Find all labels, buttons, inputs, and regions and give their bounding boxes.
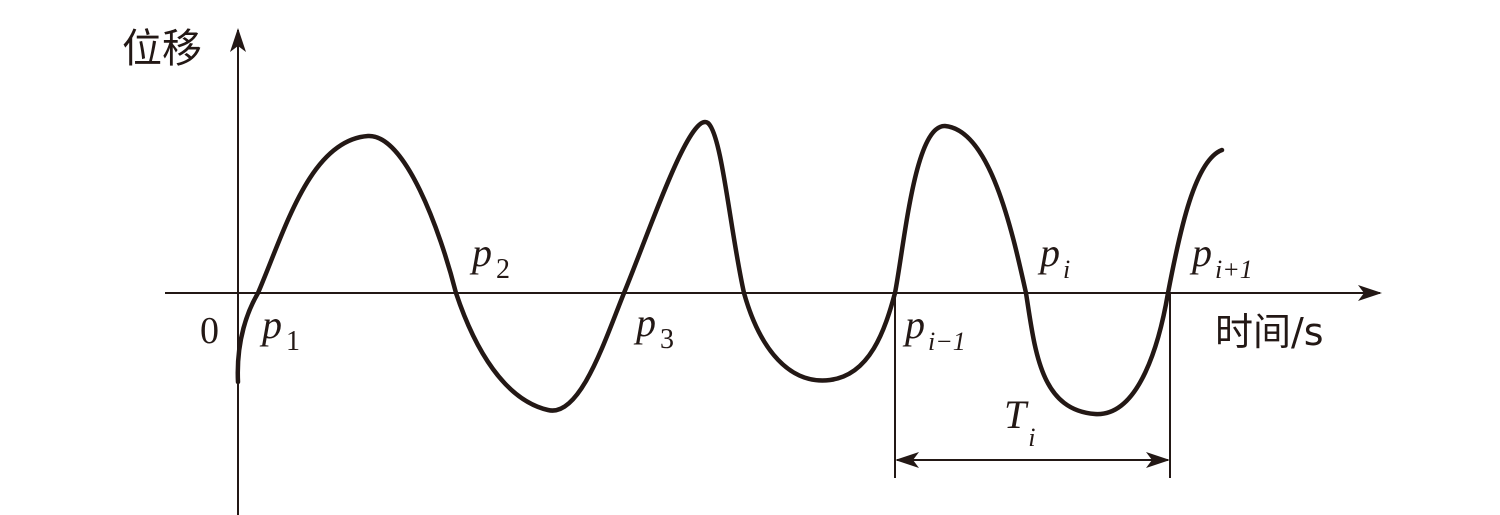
- period-label-base: T: [1004, 392, 1029, 437]
- origin-label: 0: [200, 310, 219, 352]
- x-axis-label: 时间/s: [1215, 310, 1324, 354]
- y-axis-label: 位移: [122, 26, 202, 72]
- period-label: Ti: [1004, 392, 1035, 452]
- oscillation-curve: [235, 119, 1225, 417]
- period-label-sub: i: [1028, 423, 1035, 452]
